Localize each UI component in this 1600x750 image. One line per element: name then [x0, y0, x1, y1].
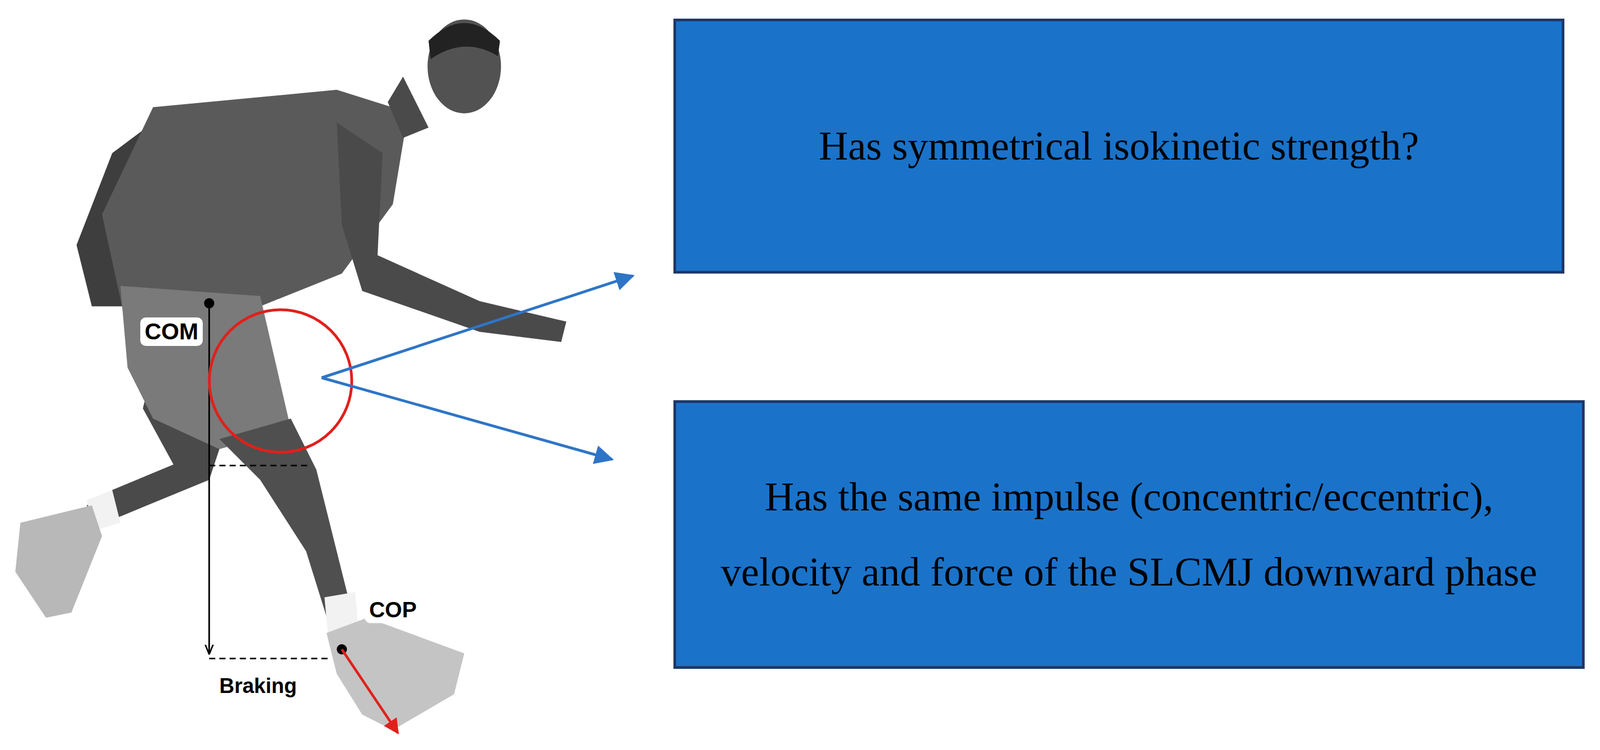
leader-arrow	[321, 275, 633, 378]
process-box: Has the same impulse (concentric/eccentr…	[673, 400, 1585, 669]
leader-arrow	[321, 377, 613, 460]
box-text: Has the same impulse (concentric/eccentr…	[718, 459, 1541, 610]
figure-label: COM	[140, 317, 203, 346]
figure-label: COP	[364, 596, 422, 624]
process-box: Has symmetrical isokinetic strength?	[673, 18, 1565, 274]
runner-figure	[15, 19, 567, 730]
box-text: Has symmetrical isokinetic strength?	[691, 108, 1547, 184]
figure-label: Braking	[214, 672, 301, 699]
